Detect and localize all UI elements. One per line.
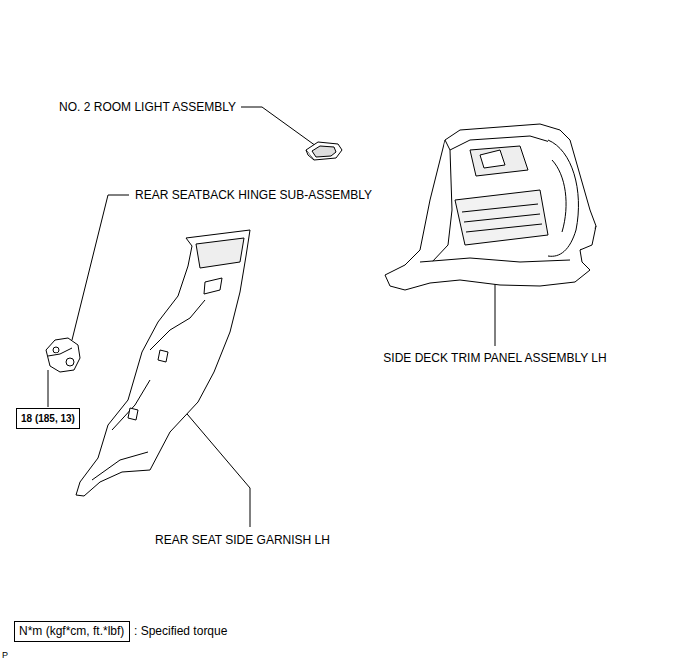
leader-line: [48, 370, 49, 407]
leader-line: [72, 195, 129, 340]
side-deck-panel-drawing: [385, 124, 596, 290]
torque-value: 18 (185, 13): [21, 412, 75, 425]
garnish-drawing: [76, 230, 250, 496]
torque-box: 18 (185, 13): [16, 408, 80, 429]
part-name: SIDE DECK TRIM PANEL ASSEMBLY LH: [383, 351, 606, 365]
part-name: NO. 2 ROOM LIGHT ASSEMBLY: [59, 100, 236, 114]
hinge-drawing: [46, 338, 80, 372]
figure-code: P: [2, 648, 8, 660]
legend-text: : Specified torque: [134, 624, 227, 638]
room-light-drawing: [306, 142, 342, 160]
part-name: REAR SEATBACK HINGE SUB-ASSEMBLY: [135, 188, 372, 202]
part-name: REAR SEAT SIDE GARNISH LH: [155, 533, 330, 547]
leader-line: [241, 107, 316, 146]
torque-unit: N*m (kgf*cm, ft.*lbf): [19, 624, 125, 639]
torque-legend-box: N*m (kgf*cm, ft.*lbf): [14, 621, 130, 642]
